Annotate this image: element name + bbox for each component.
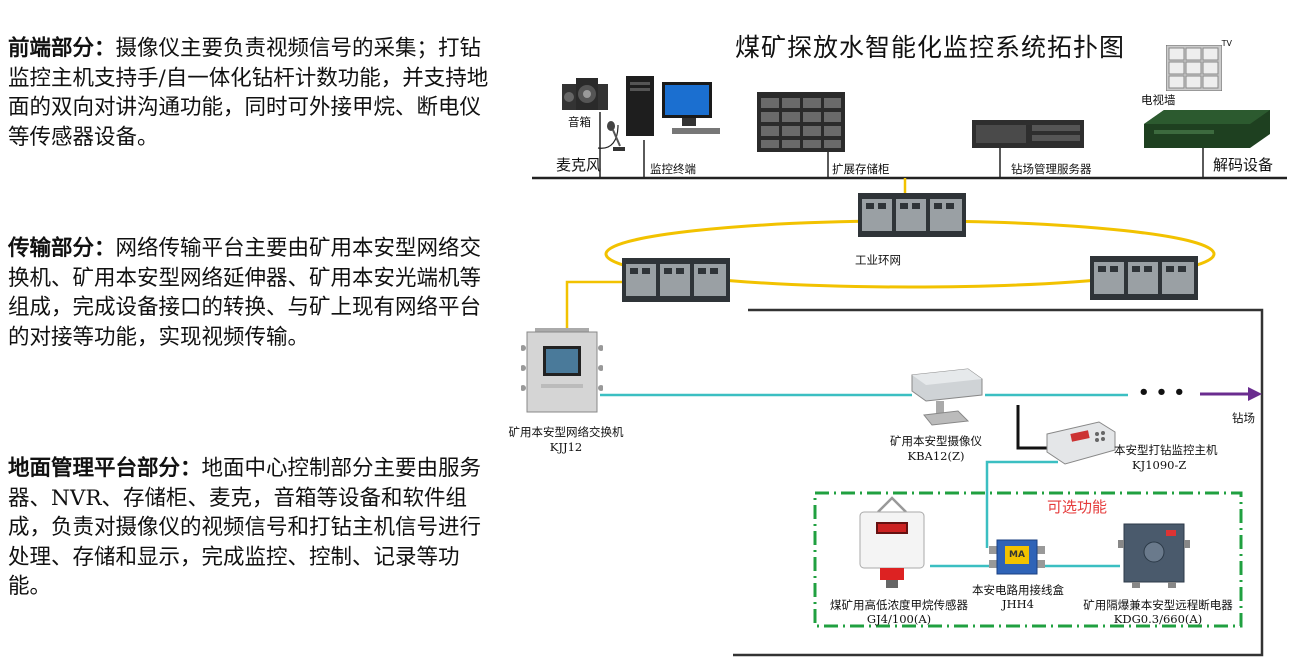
drill-server-label: 钻场管理服务器 <box>1011 162 1092 176</box>
methane-model-label: GJ4/100(A) <box>866 612 932 626</box>
ground-section: 地面管理平台部分：地面中心控制部分主要由服务器、NVR、存储柜、麦克，音箱等设备… <box>8 454 496 602</box>
transmission-body: 网络传输平台主要由矿用本安型网络交换机、矿用本安型网络延伸器、矿用本安光端机等组… <box>8 236 482 350</box>
tv-wall-label: 电视墙 <box>1141 93 1176 107</box>
optional-box <box>813 491 1243 628</box>
transmission-section: 传输部分：网络传输平台主要由矿用本安型网络交换机、矿用本安型网络延伸器、矿用本安… <box>8 234 496 352</box>
kjj12-switch-device <box>520 328 604 418</box>
ring-switch-right <box>1090 256 1198 300</box>
optional-label: 可选功能 <box>1047 498 1108 516</box>
microphone-icon <box>604 120 628 154</box>
drill-site-arrowhead <box>1248 387 1262 401</box>
front-body: 摄像仪主要负责视频信号的采集；打钻监控主机支持手/自一体化钻杆计数功能，并支持地… <box>8 36 489 150</box>
camera-name-label: 矿用本安型摄像仪 <box>890 434 982 448</box>
mic-label: 麦克风 <box>556 156 602 174</box>
breaker-device <box>1118 520 1190 588</box>
drill-host-name-label: 本安型打钻监控主机 <box>1114 443 1218 457</box>
tv-wall-device: TV <box>1165 39 1232 92</box>
methane-name-label: 煤矿用高低浓度甲烷传感器 <box>830 598 968 612</box>
front-heading: 前端部分： <box>8 36 116 61</box>
continuation-dots: • • • <box>1138 382 1186 403</box>
ring-label: 工业环网 <box>855 253 901 267</box>
tv-mark: TV <box>1221 39 1232 48</box>
ground-heading: 地面管理平台部分： <box>8 456 202 481</box>
transmission-heading: 传输部分： <box>8 236 116 261</box>
monitor-terminal-label: 监控终端 <box>650 162 696 176</box>
drill-server-device <box>972 120 1084 148</box>
front-section: 前端部分：摄像仪主要负责视频信号的采集；打钻监控主机支持手/自一体化钻杆计数功能… <box>8 34 496 152</box>
speaker-device <box>562 78 608 112</box>
kjj12-model-label: KJJ12 <box>549 440 583 454</box>
decoder-label: 解码设备 <box>1213 156 1274 174</box>
speaker-label: 音箱 <box>568 115 591 129</box>
drill-host-model-label: KJ1090-Z <box>1132 458 1187 472</box>
drill-host-device <box>1043 420 1117 468</box>
breaker-model-label: KDG0.3/660(A) <box>1113 612 1203 626</box>
monitor-terminal-device <box>626 76 726 140</box>
junction-mark: MA <box>1009 550 1025 560</box>
diagram-title: 煤矿探放水智能化监控系统拓扑图 <box>734 33 1125 62</box>
storage-cabinet-device <box>757 92 845 152</box>
ring-switch-top <box>858 193 966 237</box>
breaker-name-label: 矿用隔爆兼本安型远程断电器 <box>1083 598 1233 612</box>
ring-switch-left <box>622 258 730 302</box>
drill-site-label: 钻场 <box>1232 411 1255 425</box>
camera-to-drillhost <box>1016 405 1048 450</box>
ring-to-switch <box>565 280 622 335</box>
ground-body: 地面中心控制部分主要由服务器、NVR、存储柜、麦克，音箱等设备和软件组成，负责对… <box>8 456 482 599</box>
drillhost-to-junction <box>985 460 1058 548</box>
kjj12-name-label: 矿用本安型网络交换机 <box>508 425 624 439</box>
junction-name-label: 本安电路用接线盒 <box>972 583 1064 597</box>
junction-box-device: MA <box>989 538 1045 576</box>
mine-frame <box>733 308 1264 657</box>
methane-sensor-device <box>856 496 928 590</box>
mic-cable <box>597 124 619 149</box>
decoder-device <box>1144 110 1270 148</box>
camera-model-label: KBA12(Z) <box>907 449 965 463</box>
camera-device <box>906 365 988 427</box>
storage-label: 扩展存储柜 <box>832 162 890 176</box>
junction-model-label: JHH4 <box>1002 597 1034 611</box>
